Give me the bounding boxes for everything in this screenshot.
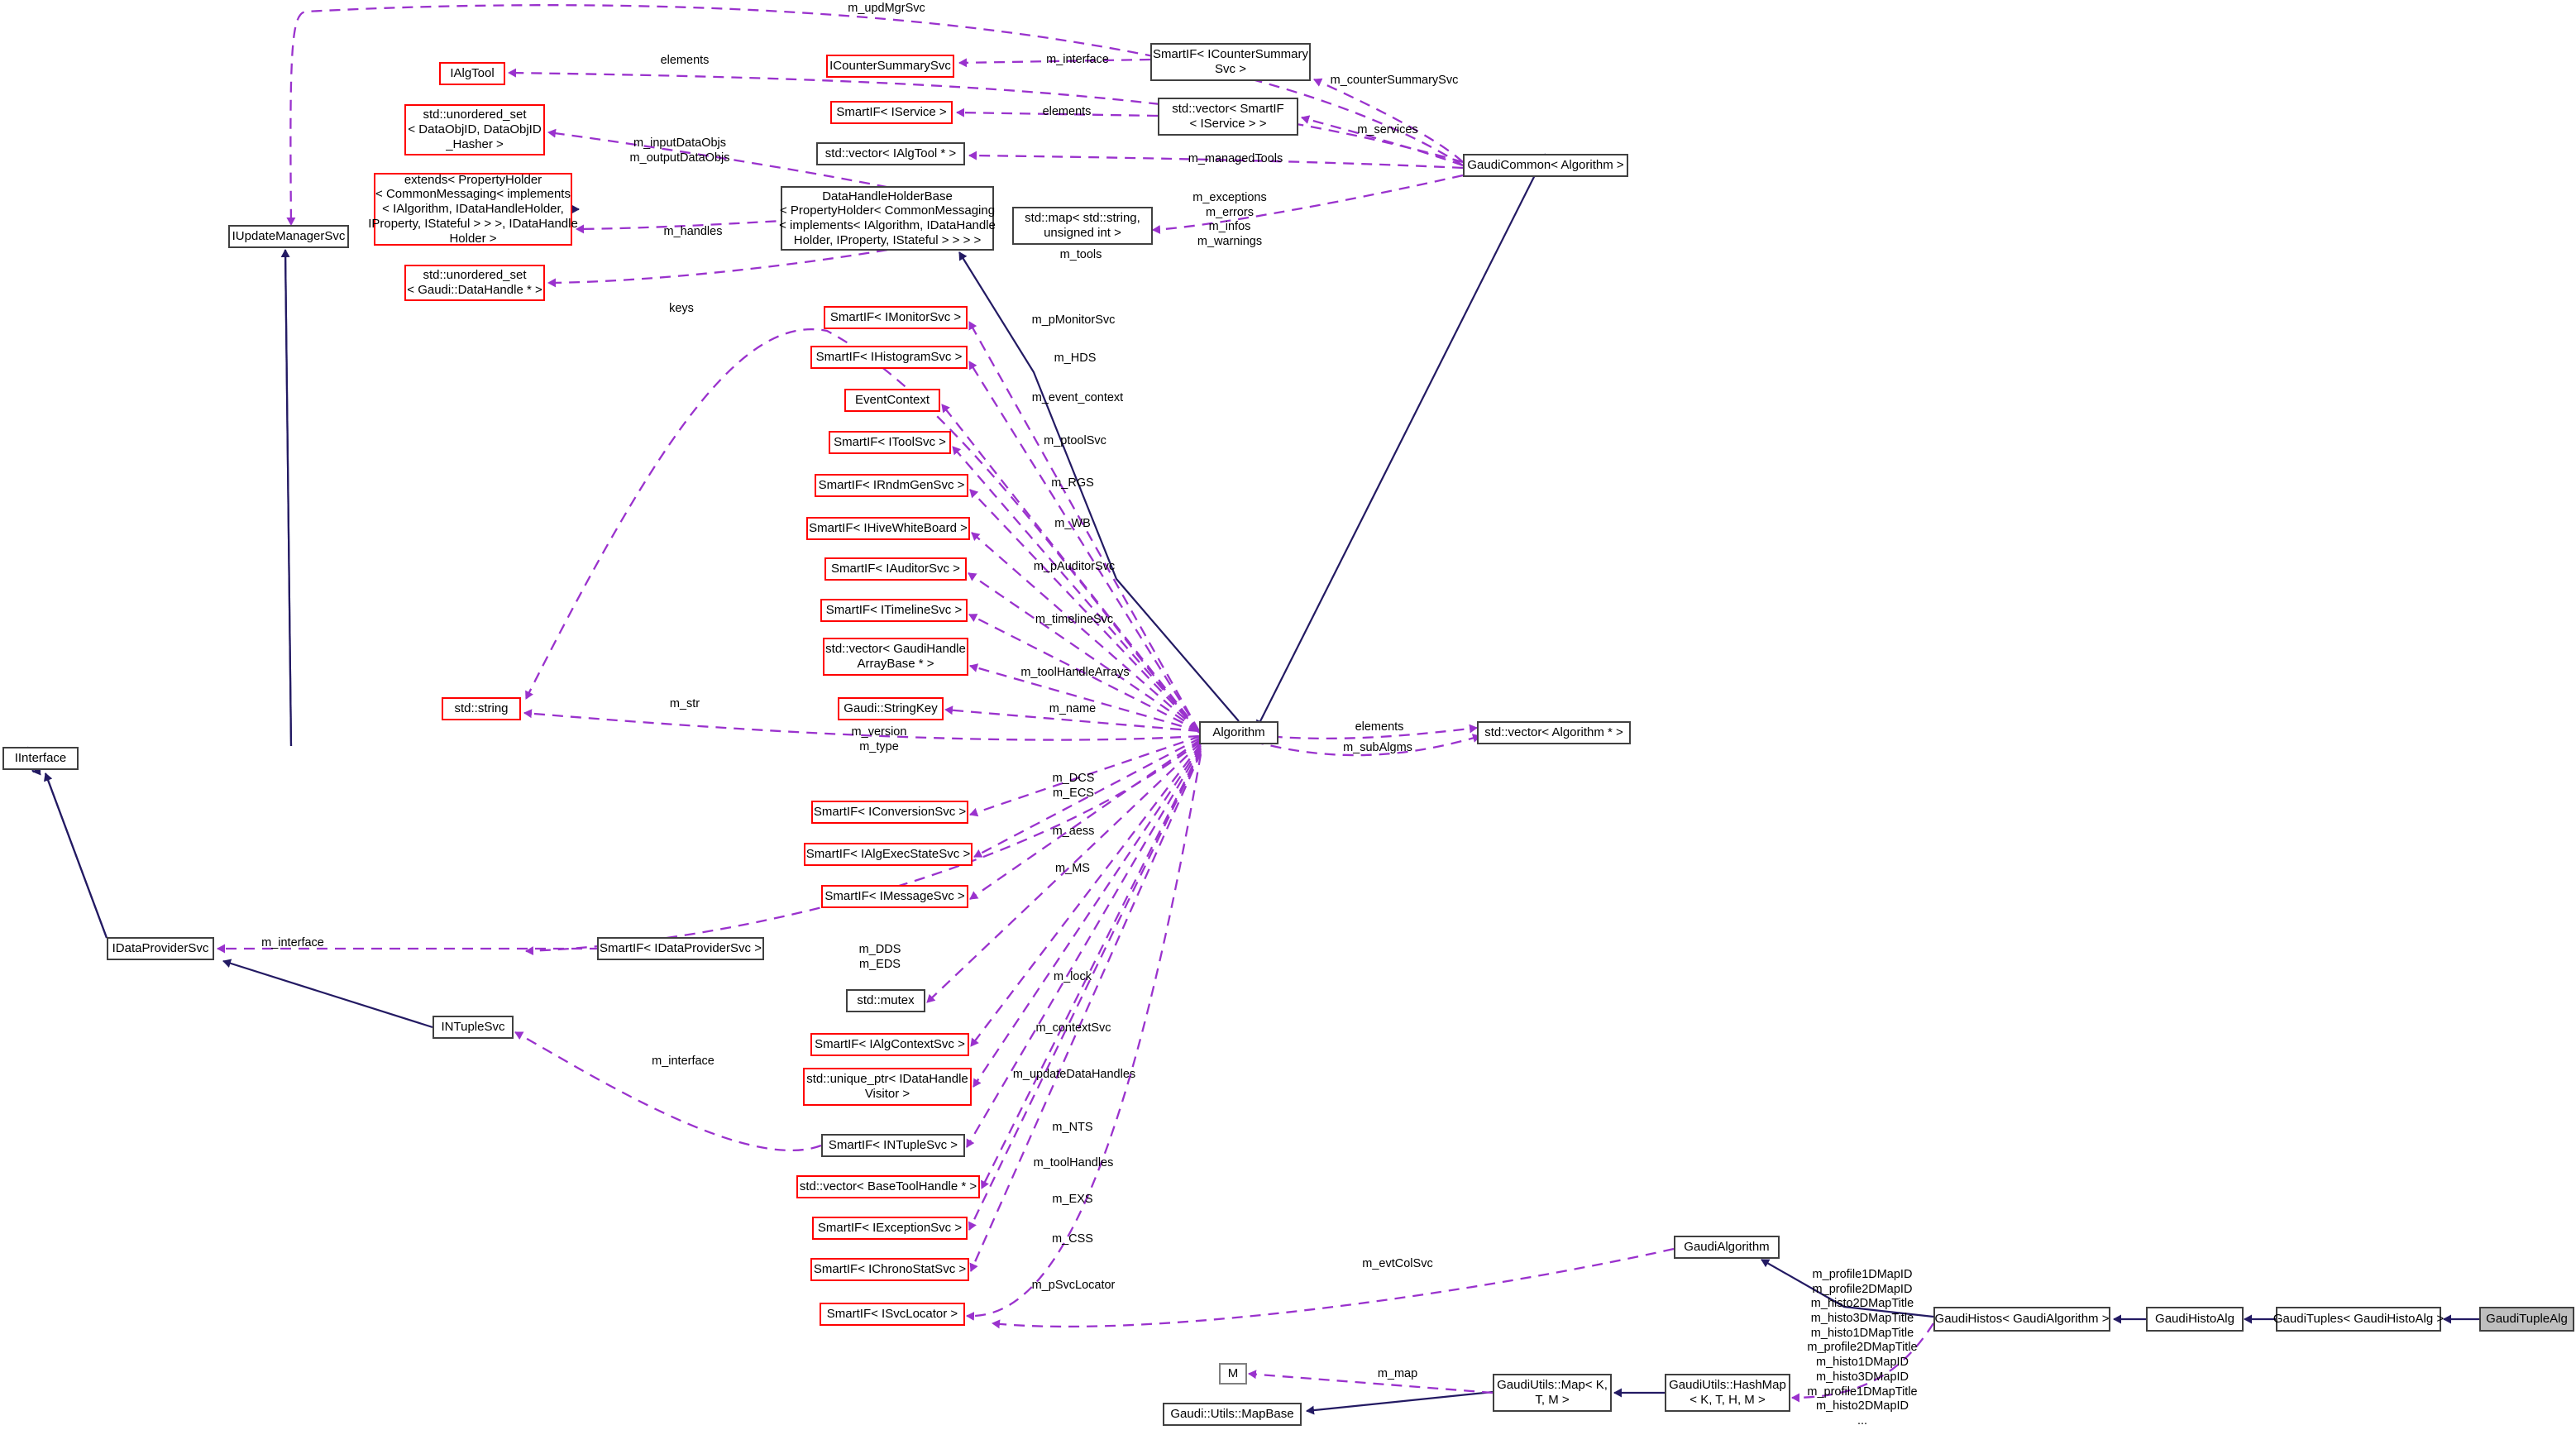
class-node-mapbase[interactable]: Gaudi::Utils::MapBase	[1163, 1403, 1302, 1426]
class-node-smartif_ialgctx[interactable]: SmartIF< IAlgContextSvc >	[810, 1033, 969, 1056]
class-node-vec_algorithm[interactable]: std::vector< Algorithm * >	[1477, 721, 1631, 744]
class-node-smartif_itool[interactable]: SmartIF< IToolSvc >	[829, 431, 951, 454]
edge-label-lock: m_lock	[1054, 970, 1092, 983]
edge-label-rgs: m_RGS	[1051, 476, 1094, 490]
class-node-gauditupleAlg[interactable]: GaudiTupleAlg	[2479, 1307, 2574, 1332]
class-node-extends[interactable]: extends< PropertyHolder < CommonMessagin…	[368, 172, 578, 246]
edge-label-css: m_CSS	[1052, 1232, 1093, 1246]
class-node-icntsummary[interactable]: ICounterSummarySvc	[826, 55, 954, 78]
class-node-eventcontext[interactable]: EventContext	[844, 389, 940, 412]
class-node-stringkey[interactable]: Gaudi::StringKey	[838, 697, 944, 720]
edge-label-timelinesvc: m_timelineSvc	[1035, 613, 1114, 626]
class-node-ghashmap[interactable]: GaudiUtils::HashMap < K, T, H, M >	[1665, 1374, 1790, 1412]
edge-label-version_type: m_version m_type	[851, 725, 907, 753]
class-node-dhholderbase[interactable]: DataHandleHolderBase < PropertyHolder< C…	[779, 186, 996, 251]
edge-label-wb: m_WB	[1054, 517, 1091, 530]
edge-label-tools: m_tools	[1059, 248, 1102, 261]
class-node-intuplesvc[interactable]: INTupleSvc	[433, 1016, 514, 1039]
edge-label-exceptions: m_exceptions m_errors m_infos m_warnings	[1192, 191, 1267, 249]
edge-label-elements3: elements	[1355, 720, 1404, 734]
edge-label-dds_eds: m_DDS m_EDS	[858, 943, 901, 971]
edge-label-elements1: elements	[660, 54, 710, 67]
class-node-smartif_iexc[interactable]: SmartIF< IExceptionSvc >	[812, 1217, 968, 1240]
class-node-smartif_cntsum[interactable]: SmartIF< ICounterSummary Svc >	[1150, 43, 1311, 81]
class-node-smartif_itime[interactable]: SmartIF< ITimelineSvc >	[820, 599, 968, 622]
class-node-map_str_uint[interactable]: std::map< std::string, unsigned int >	[1012, 207, 1153, 245]
class-node-smartif_ialges[interactable]: SmartIF< IAlgExecStateSvc >	[804, 843, 973, 866]
class-node-ialgtool[interactable]: IAlgTool	[439, 62, 505, 85]
edge-label-subalgms: m_subAlgms	[1343, 741, 1412, 754]
edge-label-psvclocator: m_pSvcLocator	[1031, 1279, 1116, 1292]
edge-label-inoutdata: m_inputDataObjs m_outputDataObjs	[629, 136, 730, 165]
edge-label-histomaps: m_profile1DMapID m_profile2DMapID m_hist…	[1807, 1268, 1918, 1428]
edge-label-ms: m_MS	[1055, 862, 1090, 875]
class-node-vec_basetool[interactable]: std::vector< BaseToolHandle * >	[796, 1175, 980, 1198]
class-node-smartif_iaud[interactable]: SmartIF< IAuditorSvc >	[824, 557, 967, 581]
edge-label-interface3: m_interface	[652, 1055, 714, 1068]
class-node-uoset_dataobj[interactable]: std::unordered_set < DataObjID, DataObjI…	[404, 104, 545, 155]
class-node-mutex[interactable]: std::mutex	[846, 989, 925, 1012]
class-node-smartif_ihist[interactable]: SmartIF< IHistogramSvc >	[810, 346, 968, 369]
edge-label-nts: m_NTS	[1052, 1121, 1093, 1134]
edge-label-event_context: m_event_context	[1031, 391, 1124, 404]
class-node-gmap[interactable]: GaudiUtils::Map< K, T, M >	[1493, 1374, 1612, 1412]
class-node-smartif_ihive[interactable]: SmartIF< IHiveWhiteBoard >	[806, 517, 970, 540]
class-node-updmgr[interactable]: IUpdateManagerSvc	[228, 225, 349, 248]
edge-label-services: m_services	[1357, 123, 1418, 136]
edge-label-name: m_name	[1049, 702, 1097, 715]
edge-label-aess: m_aess	[1052, 825, 1095, 838]
class-node-smartif_iconv[interactable]: SmartIF< IConversionSvc >	[811, 801, 968, 824]
class-node-smartif_idp[interactable]: SmartIF< IDataProviderSvc >	[597, 937, 764, 960]
edge-label-handles: m_handles	[663, 225, 723, 238]
class-node-smartif_isvcloc[interactable]: SmartIF< ISvcLocator >	[820, 1303, 965, 1326]
class-node-gaudihistos[interactable]: GaudiHistos< GaudiAlgorithm >	[1933, 1307, 2110, 1332]
class-node-vec_smartif_isvc[interactable]: std::vector< SmartIF < IService > >	[1158, 98, 1298, 136]
class-node-smartif_imsg[interactable]: SmartIF< IMessageSvc >	[821, 885, 968, 908]
class-node-stdstring[interactable]: std::string	[442, 697, 521, 720]
class-node-uoset_handle[interactable]: std::unordered_set < Gaudi::DataHandle *…	[404, 265, 545, 301]
edge-label-dcs_ecs: m_DCS m_ECS	[1052, 772, 1095, 800]
edge-label-toolhandlearrays: m_toolHandleArrays	[1020, 666, 1130, 679]
class-node-M[interactable]: M	[1219, 1363, 1247, 1385]
class-node-smartif_intuple[interactable]: SmartIF< INTupleSvc >	[821, 1134, 965, 1157]
edge-label-hds: m_HDS	[1054, 352, 1097, 365]
class-node-smartif_isvc[interactable]: SmartIF< IService >	[830, 101, 953, 124]
edge-label-evtcolsvc: m_evtColSvc	[1362, 1257, 1433, 1270]
edge-label-countersummary: m_counterSummarySvc	[1330, 74, 1459, 87]
inheritance-edge-tails	[26, 249, 293, 939]
class-node-vec_ghab[interactable]: std::vector< GaudiHandle ArrayBase * >	[823, 638, 968, 676]
edge-label-toolhandles: m_toolHandles	[1033, 1156, 1114, 1169]
edge-label-contextsvc: m_contextSvc	[1035, 1021, 1111, 1035]
class-node-smartif_ichrono[interactable]: SmartIF< IChronoStatSvc >	[810, 1258, 969, 1281]
edge-label-interface2: m_interface	[261, 936, 324, 949]
edge-label-managedtools: m_managedTools	[1188, 152, 1283, 165]
edge-label-ptoolsvc: m_ptoolSvc	[1044, 434, 1106, 447]
class-node-gaudihistoalg[interactable]: GaudiHistoAlg	[2146, 1307, 2244, 1332]
edge-label-interface1: m_interface	[1046, 53, 1109, 66]
edge-label-pauditorsvc: m_pAuditorSvc	[1033, 560, 1116, 573]
class-node-vec_ialgtool[interactable]: std::vector< IAlgTool * >	[816, 142, 965, 165]
edge-label-elements2: elements	[1042, 105, 1092, 118]
edge-label-map: m_map	[1377, 1367, 1418, 1380]
class-node-uniqptr_visitor[interactable]: std::unique_ptr< IDataHandle Visitor >	[803, 1068, 972, 1106]
edge-label-str: m_str	[669, 697, 700, 710]
edge-label-updmgrsvc: m_updMgrSvc	[848, 2, 925, 15]
edge-label-keys: keys	[669, 302, 694, 315]
class-node-gaudicommon[interactable]: GaudiCommon< Algorithm >	[1463, 154, 1628, 177]
class-node-iinterface[interactable]: IInterface	[2, 747, 79, 770]
edge-label-updatedatahandles: m_updateDataHandles	[1012, 1068, 1136, 1081]
class-node-idataprov[interactable]: IDataProviderSvc	[107, 937, 214, 960]
edge-label-exs: m_EXS	[1052, 1193, 1093, 1206]
class-node-smartif_imon[interactable]: SmartIF< IMonitorSvc >	[824, 306, 968, 329]
class-node-gaudialgorithm[interactable]: GaudiAlgorithm	[1674, 1236, 1780, 1259]
class-node-algorithm[interactable]: Algorithm	[1199, 721, 1278, 744]
class-node-smartif_irndm[interactable]: SmartIF< IRndmGenSvc >	[815, 474, 968, 497]
edge-label-pmonitorsvc: m_pMonitorSvc	[1031, 313, 1116, 327]
class-node-gauditulples[interactable]: GaudiTuples< GaudiHistoAlg >	[2273, 1307, 2444, 1332]
inheritance-edges	[32, 153, 2479, 1415]
